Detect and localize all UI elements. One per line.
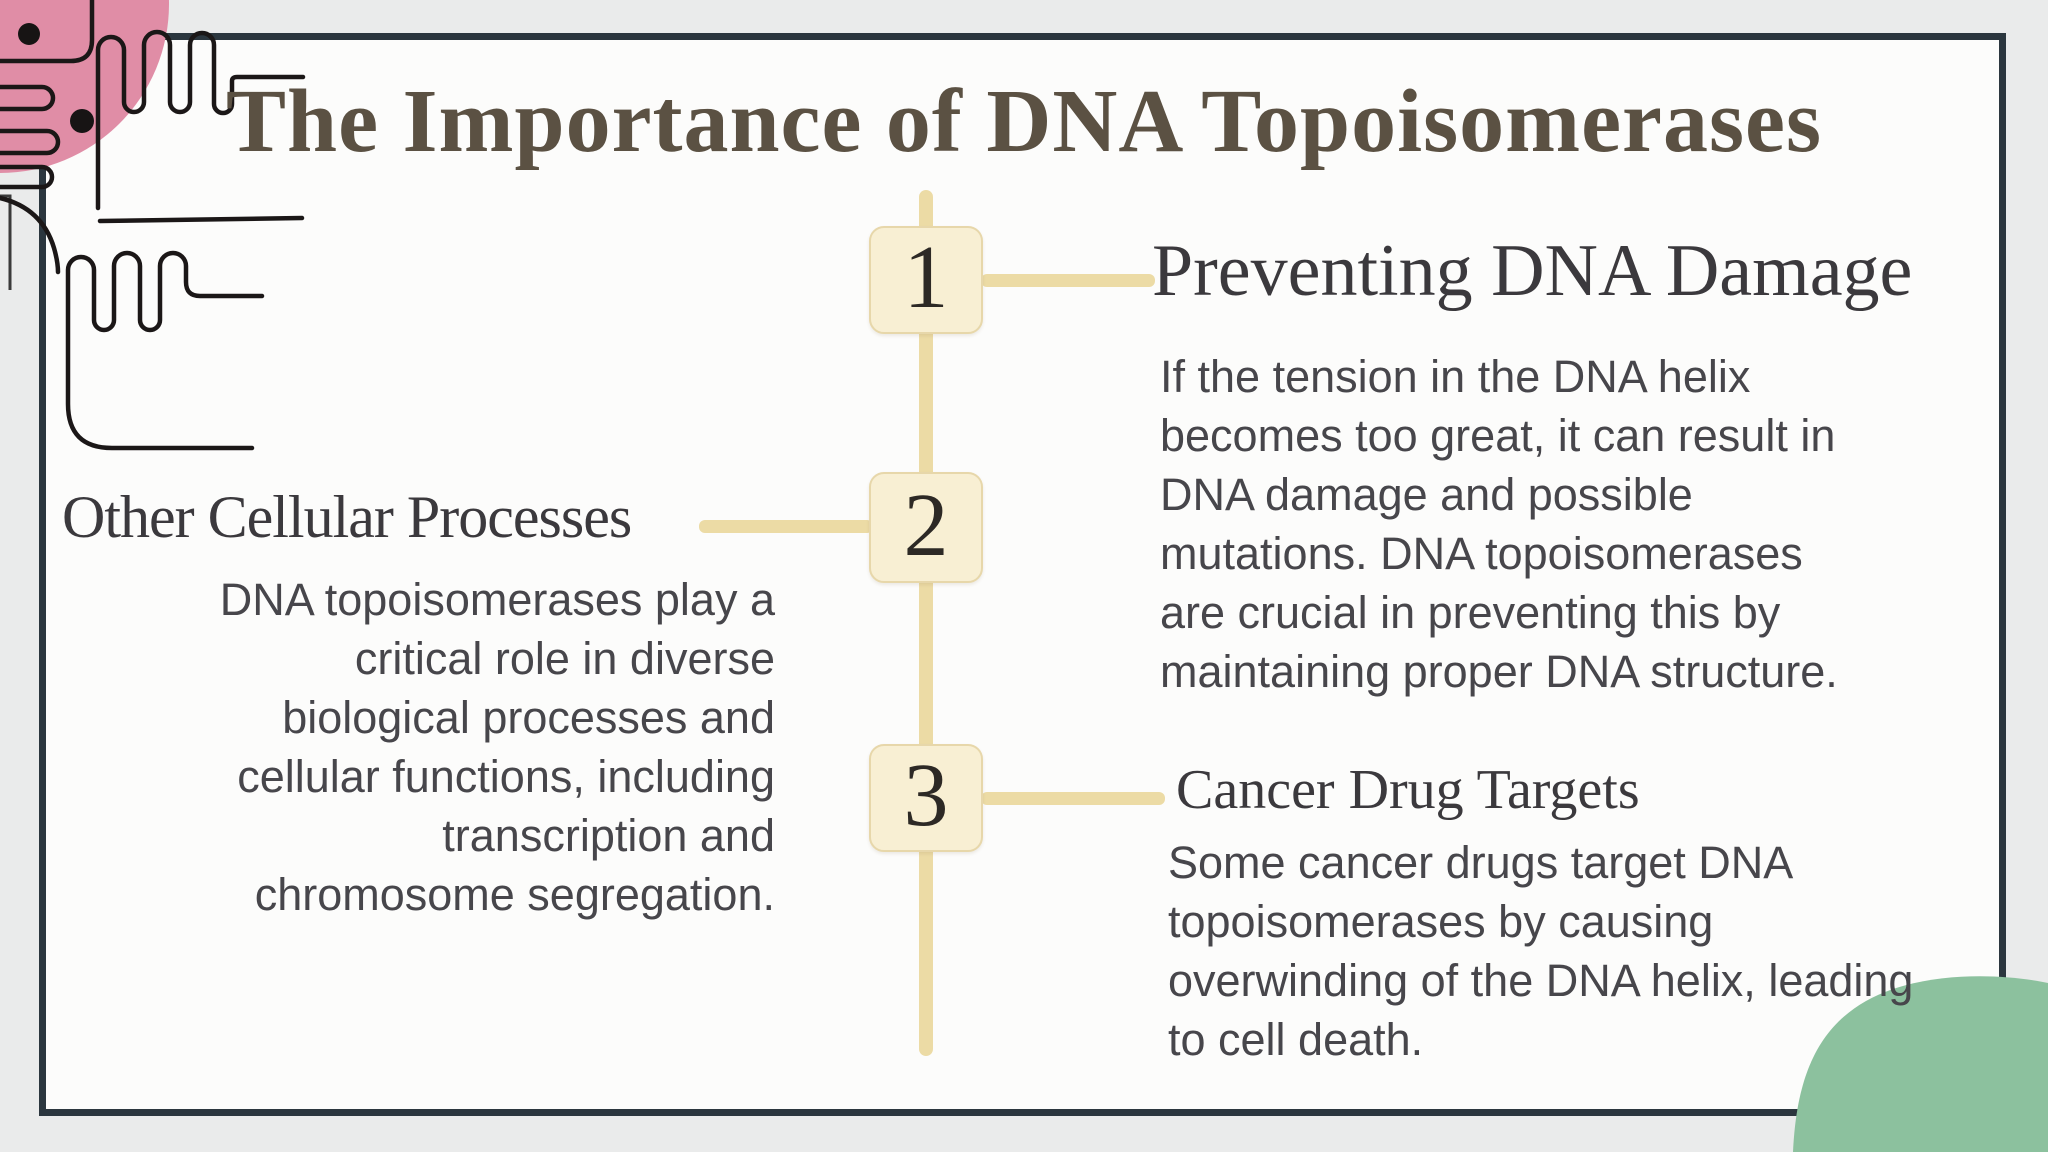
timeline-node-2: 2 [869,472,983,583]
section-1-body: If the tension in the DNA helix becomes … [1160,351,1838,697]
node-number-3: 3 [903,746,949,845]
section-1-heading: Preventing DNA Damage [1152,230,1913,312]
slide-frame [39,33,2006,1116]
timeline-node-1: 1 [869,226,983,334]
connector-1 [981,274,1155,287]
node-number-2: 2 [903,475,949,575]
node-number-1: 1 [903,228,949,327]
section-2-heading: Other Cellular Processes [62,484,632,550]
timeline-node-3: 3 [869,744,983,852]
accent-dot-icon [18,23,40,45]
connector-3 [981,792,1165,805]
section-3-body: Some cancer drugs target DNA topoisomera… [1168,837,1914,1065]
corner-line-icon [0,194,12,290]
section-3-heading: Cancer Drug Targets [1176,759,1640,821]
page-title: The Importance of DNA Topoisomerases [225,72,1822,171]
connector-2 [699,520,873,533]
section-2-body: DNA topoisomerases play a critical role … [219,574,775,920]
